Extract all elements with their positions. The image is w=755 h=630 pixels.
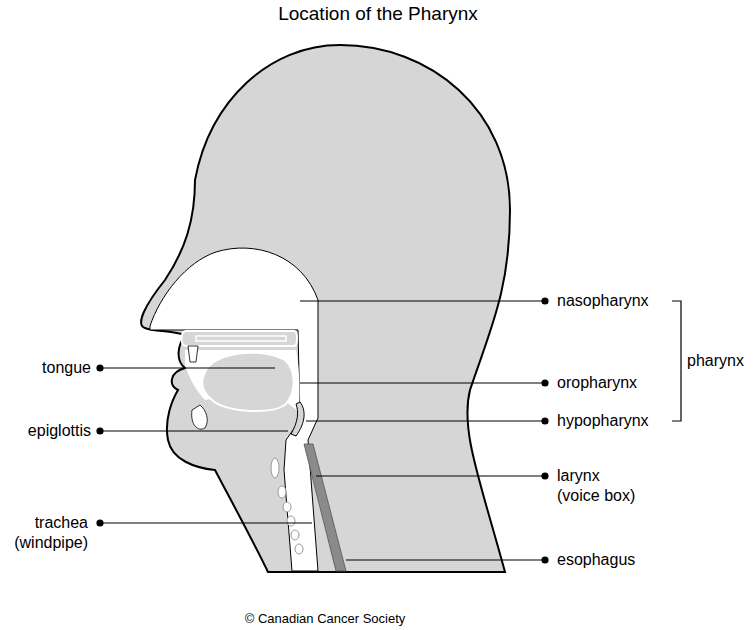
esophagus-tube (304, 444, 346, 571)
part-label: nasopharynx (557, 291, 649, 311)
leader-dot (542, 418, 548, 424)
leader-dot (97, 428, 103, 434)
trachea-ring (283, 502, 291, 512)
tongue-shape (202, 353, 293, 411)
pharynx-bracket (672, 301, 681, 421)
diagram-title: Location of the Pharynx (278, 2, 478, 26)
leader-line (306, 420, 545, 421)
part-label: oropharynx (557, 373, 637, 393)
trachea-ring (271, 458, 279, 478)
part-label: tongue (42, 358, 91, 378)
epiglottis-flap (291, 402, 304, 436)
head-outline (141, 45, 510, 572)
leader-line (300, 300, 545, 301)
copyright-note: © Canadian Cancer Society (245, 611, 406, 627)
part-label: esophagus (557, 550, 635, 570)
trachea-ring (291, 530, 299, 540)
palate (182, 331, 298, 346)
leader-dot (542, 298, 548, 304)
leader-dot (542, 380, 548, 386)
part-label: larynx (voice box) (557, 466, 641, 506)
leader-dot (542, 557, 548, 563)
part-label: hypopharynx (557, 411, 649, 431)
upper-tooth (188, 346, 198, 362)
trachea-ring (278, 486, 286, 498)
leader-line (300, 382, 545, 383)
leader-dot (97, 365, 103, 371)
trachea-ring (287, 516, 295, 526)
leader-line (100, 522, 312, 523)
leader-line (316, 475, 545, 476)
palate-inner (196, 336, 286, 341)
leader-line (100, 430, 288, 431)
part-label: trachea (windpipe) (4, 513, 88, 553)
lower-tooth (192, 405, 208, 429)
group-label: pharynx (687, 351, 744, 371)
part-label: epiglottis (28, 421, 91, 441)
mouth-cavity (185, 350, 300, 412)
leader-dot (542, 473, 548, 479)
trachea-ring (295, 544, 303, 554)
leader-dot (97, 520, 103, 526)
leader-line (100, 367, 275, 368)
leader-line (346, 559, 545, 560)
